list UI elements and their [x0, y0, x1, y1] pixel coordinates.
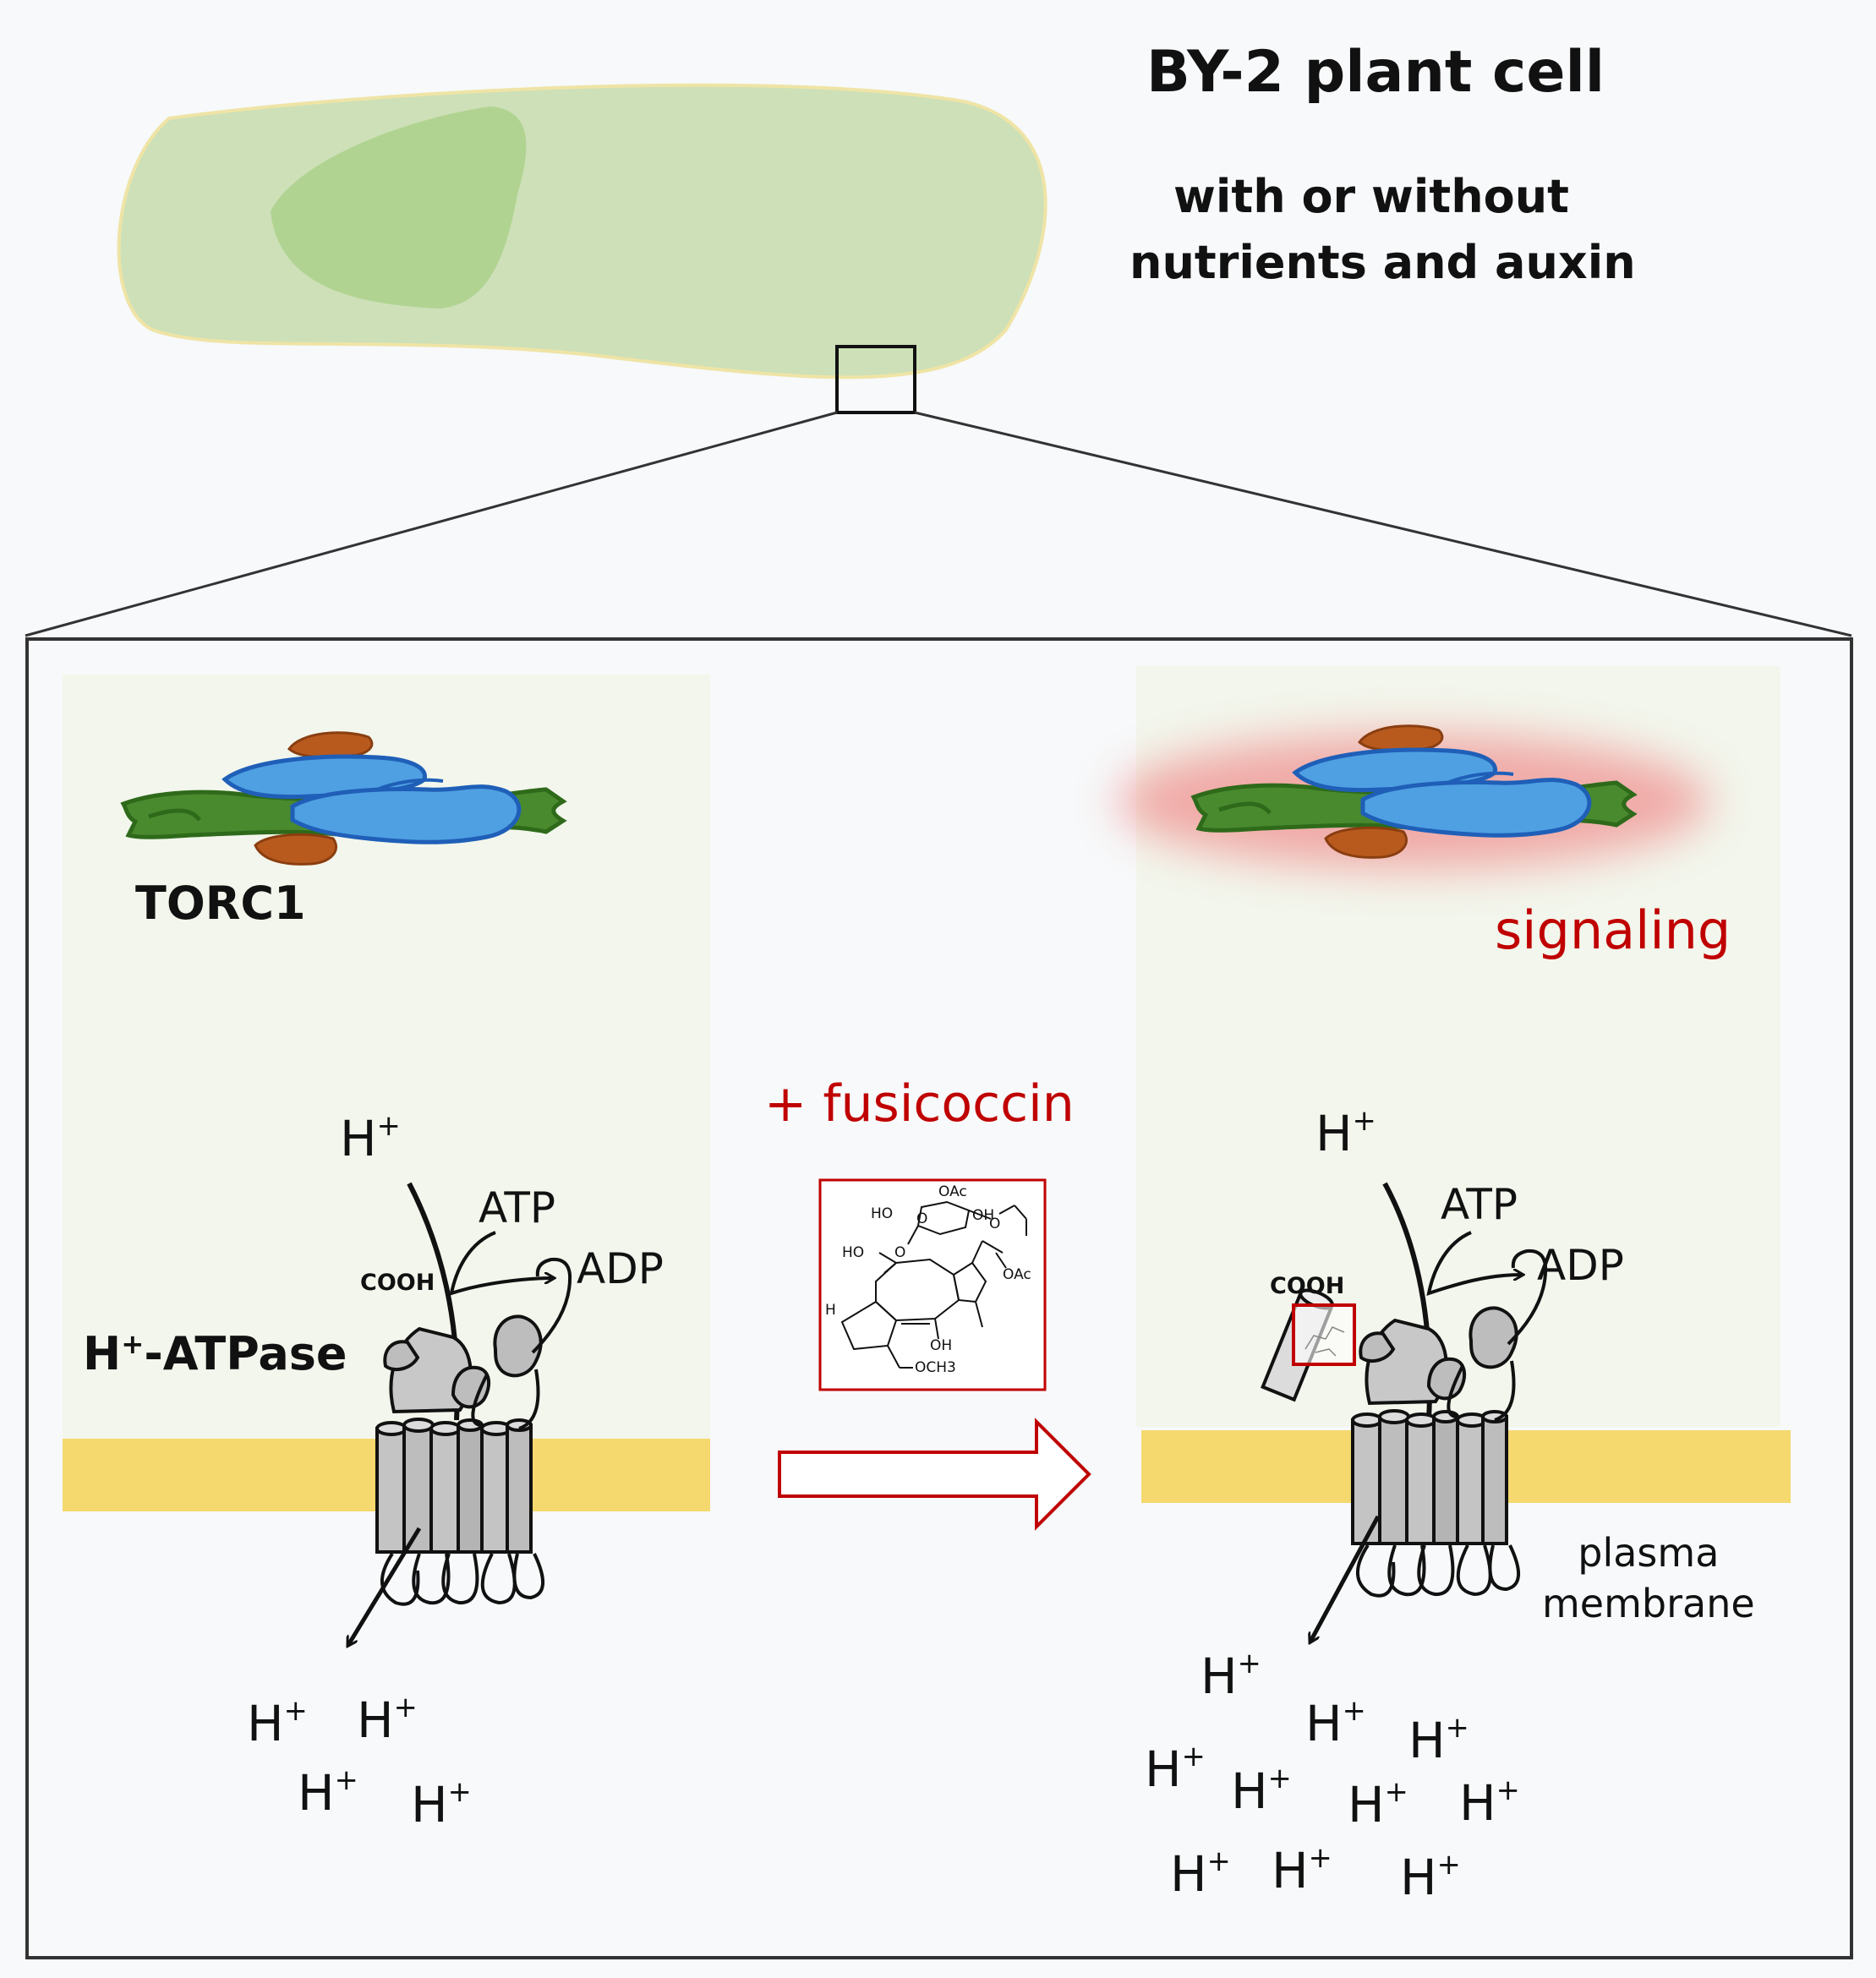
chem-oac-side: OAc: [1003, 1266, 1031, 1283]
right-proton-out: H+: [1231, 1762, 1292, 1820]
bound-fusicoccin-box: [1292, 1303, 1356, 1366]
torc1-label: TORC1: [135, 877, 306, 930]
left-proton-out: H+: [411, 1775, 472, 1833]
treatment-arrow: [778, 1418, 1091, 1531]
zoom-line-right: [914, 411, 1852, 637]
cell-body: [117, 83, 1047, 380]
chem-o-ether: O: [989, 1216, 1001, 1232]
left-proton-out: H+: [298, 1763, 358, 1822]
right-proton-out: H+: [1305, 1694, 1366, 1752]
right-proton-out: H+: [1201, 1647, 1261, 1705]
left-cooh-label: COOH: [360, 1270, 435, 1296]
chem-oh-ring: OH: [930, 1337, 953, 1354]
left-proton-out: H+: [357, 1691, 418, 1749]
left-atp-arrow: [449, 1231, 553, 1296]
right-proton-out: H+: [1408, 1711, 1469, 1769]
fusicoccin-skeleton: [840, 1200, 1027, 1369]
left-atp-label: ATP: [479, 1183, 556, 1232]
signaling-label: signaling: [1495, 899, 1731, 961]
page-title: BY-2 plant cell: [1146, 39, 1605, 106]
plasma-membrane-label: plasma membrane: [1542, 1528, 1755, 1630]
right-proton-out: H+: [1459, 1773, 1520, 1832]
right-proton-out: H+: [1348, 1775, 1408, 1833]
right-cooh-label: COOH: [1270, 1273, 1345, 1299]
membrane-label-line-2: membrane: [1542, 1580, 1755, 1626]
nucleus: [271, 107, 527, 309]
inset-frame: [25, 637, 1853, 1959]
right-efflux-arrow: [1310, 1515, 1381, 1642]
right-proton-top: H+: [1315, 1104, 1376, 1162]
right-atp-label: ATP: [1441, 1180, 1518, 1229]
membrane-label-line-1: plasma: [1578, 1530, 1720, 1576]
chem-o-ring: O: [916, 1210, 928, 1227]
right-proton-out: H+: [1145, 1740, 1206, 1798]
left-efflux-arrow: [348, 1527, 422, 1645]
right-adp-label: ADP: [1537, 1241, 1624, 1290]
zoom-line-left: [25, 411, 838, 637]
chem-och3: OCH3: [915, 1359, 956, 1376]
subtitle-line-2: nutrients and auxin: [1129, 236, 1636, 290]
fusicoccin-label: + fusicoccin: [764, 1074, 1075, 1134]
subtitle-line-1: with or without: [1173, 170, 1569, 223]
chem-ho-ring: HO: [842, 1244, 865, 1261]
left-adp-label: ADP: [577, 1244, 664, 1293]
right-atp-arrow: [1426, 1231, 1522, 1296]
h-atpase-label: H+-ATPase: [83, 1327, 347, 1380]
chem-oh-sugar: OH: [972, 1207, 995, 1224]
right-proton-out: H+: [1170, 1844, 1231, 1903]
bound-fusicoccin-sketch: [1304, 1326, 1345, 1357]
chem-h: H: [825, 1302, 836, 1319]
conditions-subtitle: with or without nutrients and auxin: [1129, 164, 1636, 297]
fusicoccin-structure-box: [818, 1178, 1047, 1391]
chem-ho-sugar: HO: [871, 1205, 894, 1222]
chem-oac-top: OAc: [938, 1183, 967, 1200]
right-proton-out: H+: [1272, 1841, 1332, 1899]
left-proton-top: H+: [340, 1109, 401, 1167]
zoom-box: [835, 345, 916, 414]
chem-o-link: O: [894, 1244, 906, 1261]
left-proton-out: H+: [247, 1694, 308, 1752]
right-proton-out: H+: [1400, 1848, 1461, 1906]
